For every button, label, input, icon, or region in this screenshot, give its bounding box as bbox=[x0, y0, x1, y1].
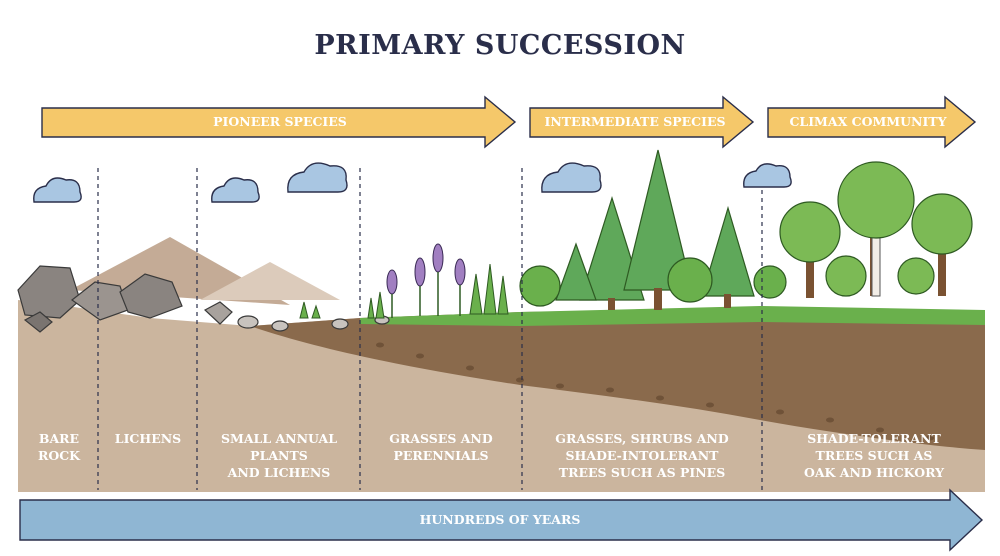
cloud-icon bbox=[743, 163, 792, 188]
tree-canopy-icon bbox=[779, 201, 841, 263]
tree-canopy-icon bbox=[911, 193, 973, 255]
pioneer-label: PIONEER SPECIES bbox=[213, 114, 347, 129]
phase-arrows bbox=[41, 95, 977, 149]
intermediate-label: INTERMEDIATE SPECIES bbox=[544, 114, 726, 129]
stage-lichens: LICHENS bbox=[114, 431, 182, 446]
cloud-icon bbox=[33, 177, 82, 203]
pebble bbox=[331, 318, 349, 330]
rock bbox=[119, 273, 183, 319]
page-title: PRIMARY SUCCESSION bbox=[314, 30, 686, 61]
clouds bbox=[33, 162, 792, 203]
ground bbox=[18, 300, 985, 492]
pebble bbox=[271, 320, 289, 332]
tree-canopy-icon bbox=[837, 161, 915, 239]
cloud-icon bbox=[211, 177, 260, 203]
pine-icon bbox=[555, 242, 597, 301]
pioneer-arrow bbox=[41, 95, 517, 149]
climax-label: CLIMAX COMMUNITY bbox=[789, 114, 947, 129]
soil-pebbles bbox=[376, 342, 934, 441]
mountain-small bbox=[200, 262, 340, 300]
deciduous-trees bbox=[779, 161, 973, 298]
soil-layer bbox=[250, 308, 985, 450]
intermediate-arrow bbox=[529, 95, 755, 149]
small-plants bbox=[299, 243, 509, 319]
pebble bbox=[237, 315, 259, 329]
timeline-arrow bbox=[19, 488, 984, 552]
rock bbox=[23, 311, 53, 333]
birch-trunk bbox=[871, 229, 881, 297]
flower-spikes bbox=[386, 243, 466, 295]
rock bbox=[203, 301, 233, 325]
grass-strip bbox=[360, 306, 985, 326]
cloud-icon bbox=[541, 162, 602, 193]
pine-trees bbox=[519, 149, 787, 310]
climax-arrow bbox=[767, 95, 977, 149]
cloud-icon bbox=[287, 162, 348, 193]
rocks bbox=[17, 265, 390, 333]
stage-dividers bbox=[97, 168, 763, 490]
timeline-label: HUNDREDS OF YEARS bbox=[419, 512, 581, 527]
